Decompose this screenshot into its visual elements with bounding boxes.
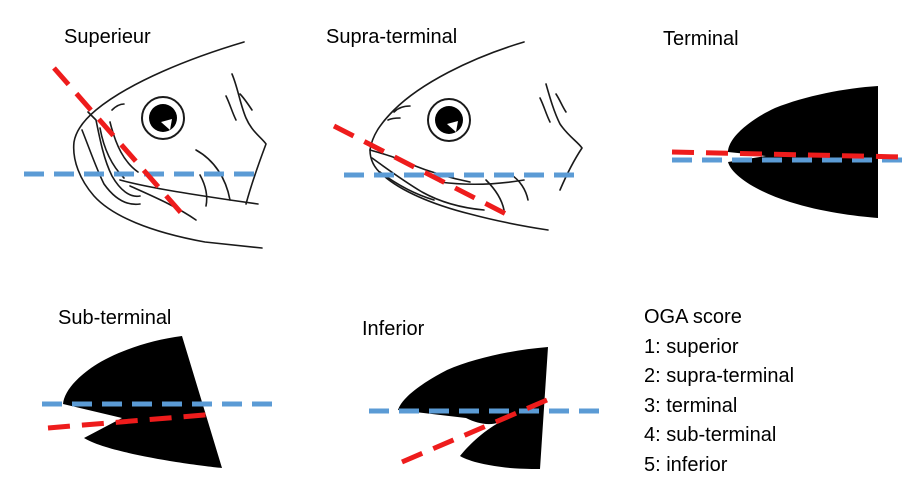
legend-item: 1: superior — [644, 335, 739, 358]
superior-label: Superieur — [64, 26, 151, 48]
legend-item: 2: supra-terminal — [644, 365, 795, 387]
legend-item: 3: terminal — [644, 394, 738, 417]
legend-item: 4: sub-terminal — [644, 424, 777, 446]
terminal-label: Terminal — [663, 28, 739, 50]
legend-title: OGA score — [644, 306, 742, 328]
supra-terminal-label: Supra-terminal — [326, 26, 458, 48]
superior-fish-head — [72, 41, 267, 249]
inferior-silhouette — [398, 347, 548, 469]
supra-terminal-eye — [427, 98, 471, 142]
inferior-jaw-line — [401, 397, 548, 465]
terminal-jaw-line — [671, 149, 903, 160]
oga-score-legend: OGA score 1: superior 2: supra-terminal … — [644, 303, 794, 480]
legend-item: 5: inferior — [644, 453, 728, 476]
sub-terminal-label: Sub-terminal — [58, 307, 172, 329]
sub-terminal-jaw-line — [47, 411, 217, 431]
superior-eye — [141, 96, 185, 140]
supra-terminal-fish-head — [369, 41, 583, 231]
terminal-silhouette — [728, 86, 878, 218]
supra-terminal-jaw-line — [332, 123, 512, 219]
inferior-label: Inferior — [362, 318, 425, 340]
